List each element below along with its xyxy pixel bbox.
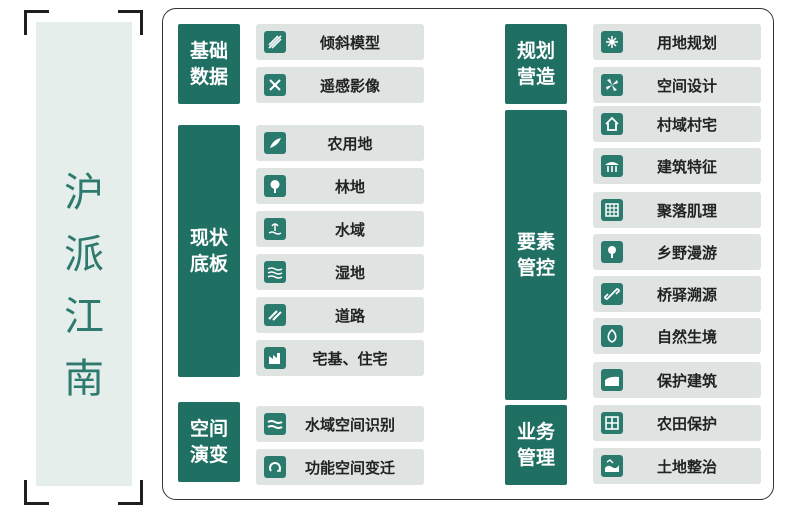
item-land-planning[interactable]: 用地规划 xyxy=(593,24,761,60)
bridge-link-icon xyxy=(601,283,623,305)
satellite-icon xyxy=(264,74,286,96)
rural-tour-icon xyxy=(601,241,623,263)
item-bridge-source[interactable]: 桥驿溯源 xyxy=(593,276,761,312)
corner-bracket-bottom-right xyxy=(118,480,143,505)
item-building-feature[interactable]: 建筑特征 xyxy=(593,148,761,184)
item-land-consolidation[interactable]: 土地整治 xyxy=(593,448,761,484)
item-remote-sensing[interactable]: 遥感影像 xyxy=(256,67,424,103)
road-icon xyxy=(264,304,286,326)
tree-icon xyxy=(264,175,286,197)
water-recognition-icon xyxy=(264,413,286,435)
land-consolidation-icon xyxy=(601,455,623,477)
item-wetland[interactable]: 湿地 xyxy=(256,254,424,290)
item-water-area[interactable]: 水域 xyxy=(256,211,424,247)
village-house-icon xyxy=(601,113,623,135)
settlement-grid-icon xyxy=(601,199,623,221)
corner-bracket-top-left xyxy=(24,10,49,35)
category-planning: 规划 营造 xyxy=(505,24,567,104)
item-rural-tour[interactable]: 乡野漫游 xyxy=(593,234,761,270)
function-change-icon xyxy=(264,456,286,478)
field-protection-icon xyxy=(601,412,623,434)
category-basic-data: 基础 数据 xyxy=(178,24,240,104)
category-current-base: 现状 底板 xyxy=(178,125,240,377)
water-area-icon xyxy=(264,218,286,240)
land-planning-icon xyxy=(601,31,623,53)
item-protected-building[interactable]: 保护建筑 xyxy=(593,362,761,398)
homestead-icon xyxy=(264,347,286,369)
wetland-icon xyxy=(264,261,286,283)
item-field-protection[interactable]: 农田保护 xyxy=(593,405,761,441)
space-design-icon xyxy=(601,74,623,96)
nature-leaf-icon xyxy=(601,325,623,347)
oblique-model-icon xyxy=(264,31,286,53)
item-farmland[interactable]: 农用地 xyxy=(256,125,424,161)
corner-bracket-bottom-left xyxy=(24,480,49,505)
item-water-recognition[interactable]: 水域空间识别 xyxy=(256,406,424,442)
module-frame xyxy=(162,8,774,500)
category-spatial-evolution: 空间 演变 xyxy=(178,402,240,482)
farmland-icon xyxy=(264,132,286,154)
item-road[interactable]: 道路 xyxy=(256,297,424,333)
item-homestead[interactable]: 宅基、住宅 xyxy=(256,340,424,376)
item-function-change[interactable]: 功能空间变迁 xyxy=(256,449,424,485)
item-forest[interactable]: 林地 xyxy=(256,168,424,204)
item-settlement-texture[interactable]: 聚落肌理 xyxy=(593,192,761,228)
page-title: 沪 派 江 南 xyxy=(64,170,104,402)
item-natural-habitat[interactable]: 自然生境 xyxy=(593,318,761,354)
title-panel: 沪 派 江 南 xyxy=(36,22,132,486)
item-village-house[interactable]: 村域村宅 xyxy=(593,106,761,142)
corner-bracket-top-right xyxy=(118,10,143,35)
item-oblique-model[interactable]: 倾斜模型 xyxy=(256,24,424,60)
category-element-control: 要素 管控 xyxy=(505,110,567,400)
item-space-design[interactable]: 空间设计 xyxy=(593,67,761,103)
protected-building-icon xyxy=(601,369,623,391)
category-business-management: 业务 管理 xyxy=(505,405,567,485)
building-feature-icon xyxy=(601,155,623,177)
